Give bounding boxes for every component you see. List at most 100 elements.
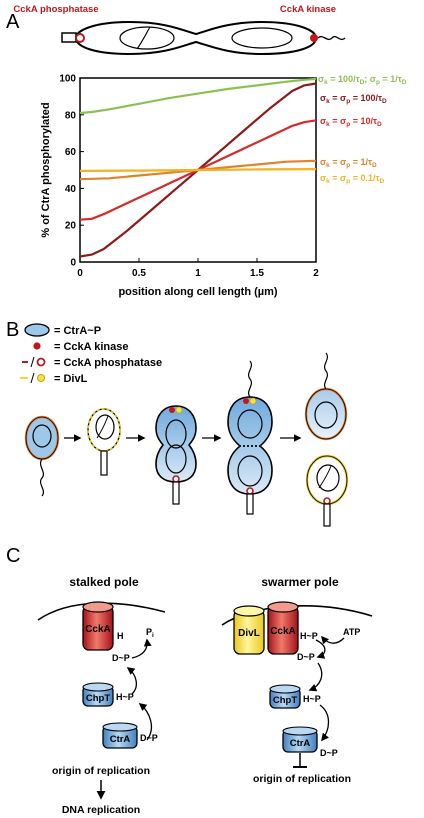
swarmer-ccka-hp-label: H~P	[300, 631, 318, 641]
late-predivisional-cell	[227, 360, 273, 515]
x-axis-label: position along cell length (µm)	[118, 286, 277, 298]
stalked-chpt-top	[82, 682, 114, 692]
y-tick-label: 40	[65, 184, 77, 195]
swarmer-ctra-protein: CtrA	[282, 726, 318, 753]
swarmer-chpt-label: ChpT	[273, 695, 297, 706]
series-line-5	[79, 168, 317, 172]
stalked-arrow-dp-to-pi	[131, 638, 152, 659]
kinase-marker	[310, 34, 318, 42]
series-label-red: σk = σp = 10/τD	[320, 116, 382, 128]
stalked-ccka-protein: CckA	[82, 601, 114, 651]
stalk	[61, 32, 77, 43]
swarmer-arrow-atp-to-h	[320, 635, 345, 645]
swarmer-ctra-top	[282, 726, 318, 736]
stalked-ccka-label: CckA	[85, 624, 111, 635]
stalked-chpt-hp-label: H~P	[116, 692, 134, 702]
legend-ctra-p-symbol	[24, 323, 50, 337]
series-lines	[79, 77, 317, 258]
swarmer-arrow-chpt-to-ctra	[319, 704, 330, 742]
stalked-arrow-ctra-to-chpt	[138, 703, 153, 741]
stalked-dna-replication-label: DNA replication	[62, 804, 140, 816]
chromosome-right	[231, 27, 293, 49]
chromosome-left-loop	[136, 26, 151, 50]
y-tick-label: 20	[65, 221, 77, 232]
predivisional-cell-body	[155, 405, 197, 483]
predivisional-stalk	[172, 481, 180, 505]
late-phosphatase-marker	[246, 487, 254, 495]
series-label-orange: σk = σp = 1/τD	[320, 157, 377, 169]
daughter-stalked-chromosome	[316, 464, 340, 492]
kinase-label: CckA kinase	[280, 4, 336, 15]
flagellum	[317, 35, 346, 41]
daughter-swarmer-cell	[304, 352, 348, 441]
daughter-swarmer-flagellum	[323, 352, 329, 390]
predivisional-chromosome-top	[165, 419, 187, 449]
panel-a-letter: A	[6, 11, 20, 33]
late-predivisional-chromosome-top	[237, 409, 263, 439]
legend-divl-symbol	[37, 374, 45, 382]
swarmer-pole-title: swarmer pole	[261, 575, 339, 589]
legend-divl-label: = DivL	[54, 373, 88, 385]
swarmer-pole-pathway: swarmer pole DivL CckA H~P D~P ATP ChpT …	[221, 575, 373, 785]
series-label-green: σk = 100/τD; σp = 1/τD	[318, 74, 407, 86]
late-predivisional-chromosome-bottom	[237, 455, 263, 487]
stalked-cell	[87, 408, 121, 476]
predivisional-phosphatase-marker	[172, 475, 180, 483]
predivisional-cell	[155, 405, 197, 505]
legend-phosphatase-slash	[30, 356, 35, 368]
legend-kinase-label: = CckA kinase	[54, 341, 129, 353]
stalked-dp-label: D~P	[112, 653, 130, 663]
swarmer-chpt-protein: ChpT	[269, 684, 301, 709]
stalked-ctra-label: CtrA	[110, 734, 131, 745]
series-labels: σk = 100/τD; σp = 1/τD σk = σp = 100/τD …	[318, 74, 407, 185]
swarmer-ccka-label: CckA	[270, 626, 296, 637]
series-label-yellow: σk = σp = 0.1/τD	[320, 173, 385, 185]
swarmer-ccka-top	[267, 601, 299, 613]
daughter-stalked-phosphatase-marker	[323, 497, 331, 505]
stalked-h-label: H	[117, 631, 124, 641]
swarmer-arrow-h-to-d	[315, 639, 326, 659]
x-tick-label: 0	[77, 268, 83, 279]
late-predivisional-stalk	[246, 493, 254, 515]
dividing-cell-diagram	[61, 20, 346, 56]
legend-phosphatase-symbol	[36, 357, 46, 367]
panel-c-letter: C	[6, 545, 20, 567]
chromosome-left	[119, 26, 175, 50]
legend-phosphatase-label: = CckA phosphatase	[54, 357, 162, 369]
y-tick-label: 60	[65, 147, 77, 158]
stalked-ctra-protein: CtrA	[102, 722, 138, 749]
stalked-pole-title: stalked pole	[69, 575, 139, 589]
x-tick-label: 1.5	[250, 268, 264, 279]
stalked-ctra-top	[102, 722, 138, 732]
panel-b-legend: = CtrA~P = CckA kinase = CckA phosphatas…	[20, 323, 162, 385]
swarmer-divl-protein: DivL	[233, 605, 265, 655]
swarmer-ccka-protein: CckA	[267, 601, 299, 655]
stalked-chromosome-loop	[96, 415, 109, 439]
stalked-pole-pathway: stalked pole CckA H D~P Pi ChpT H~P CtrA…	[37, 575, 166, 816]
legend-ctra-p-label: = CtrA~P	[54, 325, 101, 337]
y-tick-label: 100	[59, 74, 76, 85]
predivisional-divl-marker	[175, 406, 183, 414]
stalked-origin-label: origin of replication	[52, 765, 150, 777]
late-predivisional-body	[227, 396, 273, 495]
y-tick-label: 80	[65, 110, 77, 121]
cell-cycle-sequence	[24, 352, 349, 527]
stalked-ccka-top	[82, 601, 114, 613]
daughter-swarmer-chromosome	[314, 401, 338, 429]
swarmer-chpt-hp-label: H~P	[303, 694, 321, 704]
x-tick-label: 2	[313, 268, 319, 279]
phosphatase-label: CckA phosphatase	[13, 4, 98, 15]
swarmer-origin-label: origin of replication	[253, 773, 351, 785]
late-predivisional-flagellum	[247, 360, 253, 398]
swarmer-chromosome	[32, 424, 52, 448]
swarmer-flagellum	[39, 458, 45, 497]
swarmer-cell	[24, 415, 60, 497]
x-tick-label: 1	[195, 268, 201, 279]
panel-b-letter: B	[6, 319, 19, 341]
daughter-stalked-chromosome-loop	[318, 465, 332, 489]
phosphatase-marker	[75, 33, 85, 43]
swarmer-divl-top	[233, 605, 265, 617]
